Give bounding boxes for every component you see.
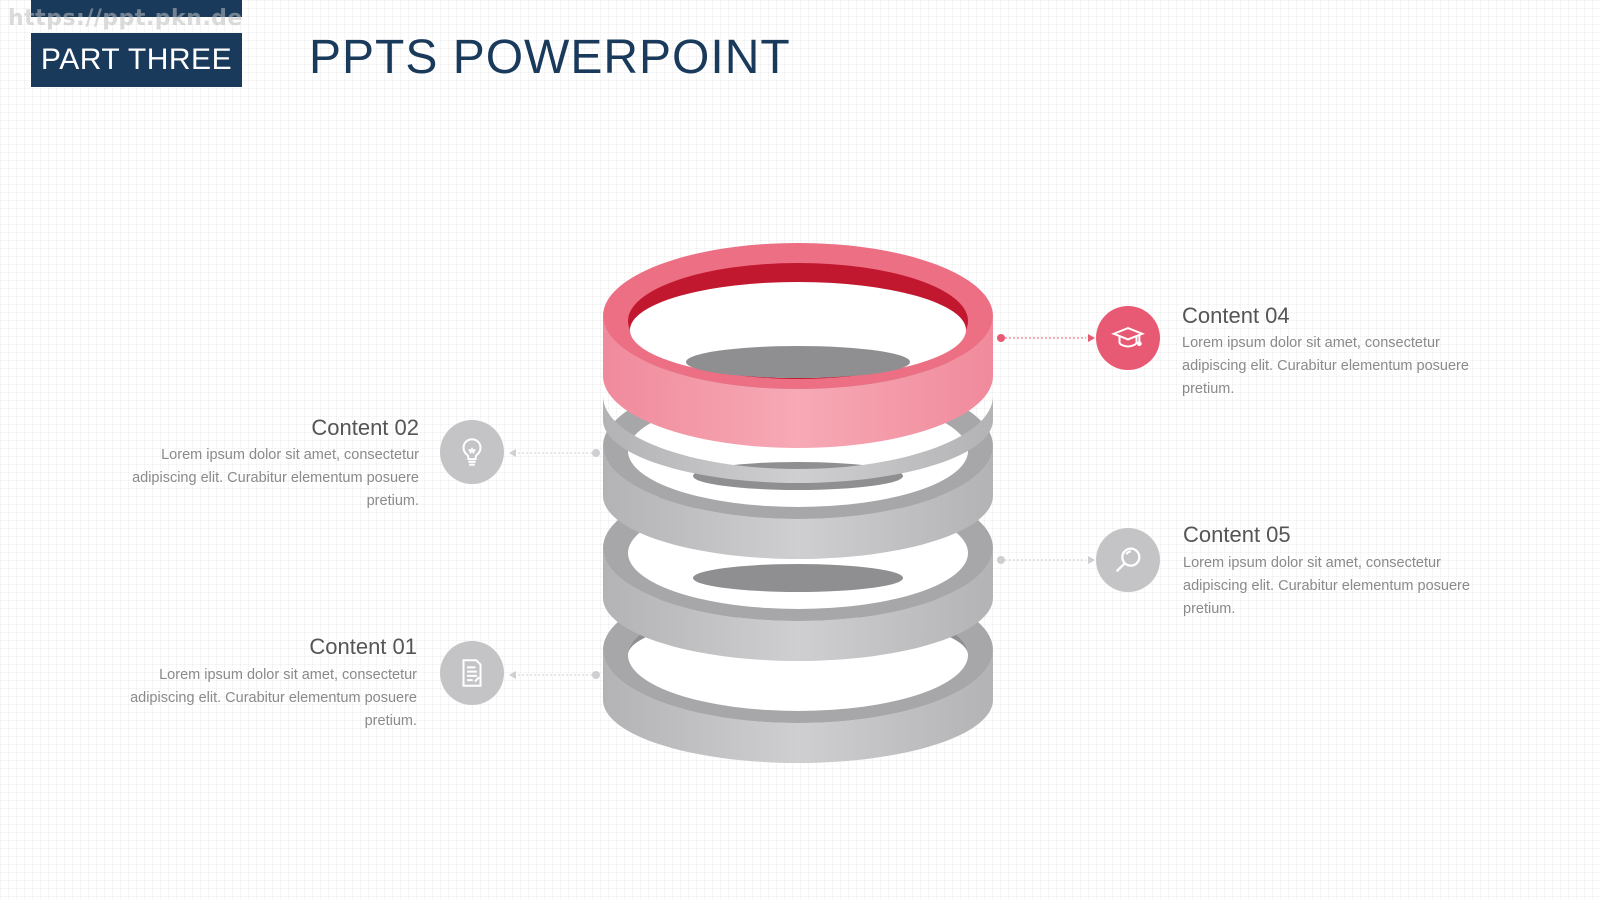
item-description: Lorem ipsum dolor sit amet, consectetur … xyxy=(130,667,417,729)
item-title: Content 02 xyxy=(311,415,419,440)
connector-content-04 xyxy=(997,334,1095,342)
item-title: Content 01 xyxy=(309,634,417,659)
header-accent-strip xyxy=(31,0,242,17)
magnifier-icon xyxy=(1096,528,1160,592)
ring-top-highlighted xyxy=(603,243,993,448)
connector-content-05 xyxy=(997,556,1095,564)
part-badge: PART THREE xyxy=(31,33,242,87)
item-description: Lorem ipsum dolor sit amet, consectetur … xyxy=(1182,335,1469,397)
slide-title: PPTS POWERPOINT xyxy=(309,31,791,84)
item-title: Content 05 xyxy=(1183,522,1291,547)
lightbulb-icon xyxy=(440,420,504,484)
watermark: https://ppt.pkn.de xyxy=(8,6,243,31)
item-title: Content 04 xyxy=(1182,303,1290,328)
document-icon xyxy=(440,641,504,705)
connector-content-02 xyxy=(509,449,600,457)
item-description: Lorem ipsum dolor sit amet, consectetur … xyxy=(132,447,419,509)
connector-content-01 xyxy=(509,671,600,679)
graduation-cap-icon xyxy=(1096,306,1160,370)
item-description: Lorem ipsum dolor sit amet, consectetur … xyxy=(1183,555,1470,617)
